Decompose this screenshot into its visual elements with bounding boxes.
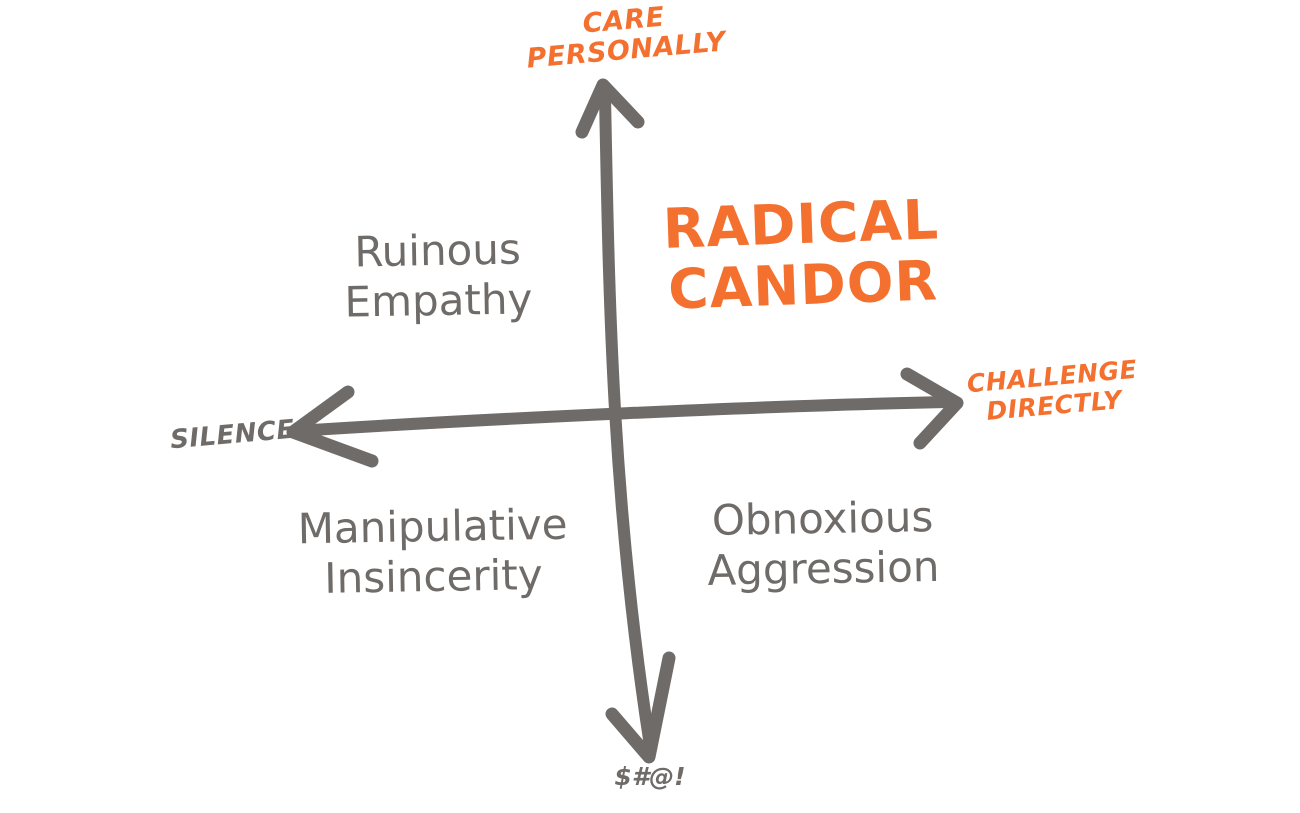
quadrant-label-manipulative-insincerity: Manipulative Insincerity xyxy=(282,499,584,604)
quadrant-obnoxious-aggression-line1: Obnoxious xyxy=(711,492,934,545)
left-arrowhead-icon xyxy=(286,385,379,468)
down-arrowhead-icon xyxy=(605,651,676,764)
up-arrowhead-icon xyxy=(575,78,645,139)
vertical-axis-line xyxy=(599,90,656,752)
quadrant-label-obnoxious-aggression: Obnoxious Aggression xyxy=(687,492,959,597)
quadrant-radical-candor-line2: CANDOR xyxy=(667,248,939,322)
axis-label-swear-text: $#@! xyxy=(614,762,686,791)
right-arrowhead-icon xyxy=(900,367,964,450)
quadrant-obnoxious-aggression-line2: Aggression xyxy=(707,541,940,596)
quadrant-label-ruinous-empathy: Ruinous Empathy xyxy=(317,224,559,328)
quadrant-ruinous-empathy-line2: Empathy xyxy=(344,274,533,327)
quadrant-manipulative-insincerity-line2: Insincerity xyxy=(323,550,544,603)
quadrant-ruinous-empathy-line1: Ruinous xyxy=(353,224,522,277)
horizontal-axis-line xyxy=(290,396,956,437)
quadrant-manipulative-insincerity-line1: Manipulative xyxy=(297,499,568,554)
quadrant-label-radical-candor: RADICAL CANDOR xyxy=(650,187,954,322)
axis-label-swear: $#@! xyxy=(590,762,710,791)
